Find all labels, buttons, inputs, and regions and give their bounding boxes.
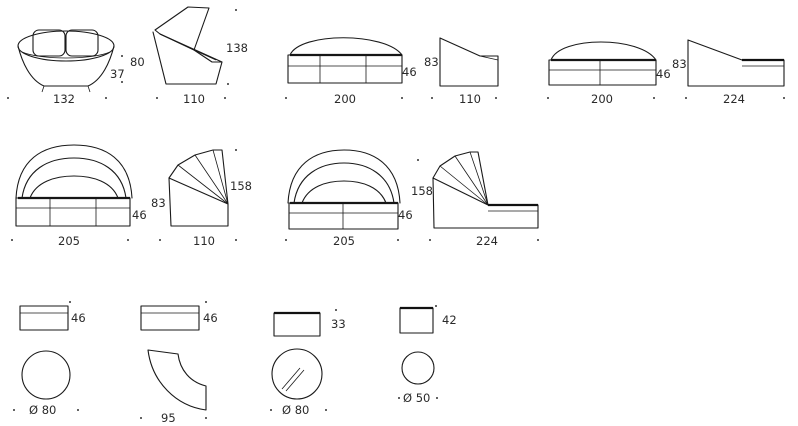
dim-d5-width: 200 <box>591 92 613 106</box>
dim-d8-depth: 110 <box>193 234 215 248</box>
side-table-top-view <box>401 351 435 385</box>
curved-ottoman-top-view <box>147 349 207 411</box>
dim-d8-canopy-height: 158 <box>230 179 252 193</box>
canopy-daybed-long-side-view <box>432 151 539 229</box>
dim-d6-depth: 224 <box>723 92 745 106</box>
dim-d4-height: 83 <box>424 55 439 69</box>
dim-d10-depth: 224 <box>476 234 498 248</box>
round-ottoman-front-view <box>19 305 69 331</box>
dim-d5-seat-height: 46 <box>656 67 671 81</box>
dim-ottoman2-length: 95 <box>161 411 176 425</box>
dim-d9-width: 205 <box>333 234 355 248</box>
dim-ottoman2-height: 46 <box>203 311 218 325</box>
dim-d8-height: 83 <box>151 196 166 210</box>
dim-d1-height: 80 <box>130 55 145 69</box>
daybed-front-view <box>287 37 403 84</box>
dim-d3-seat-height: 46 <box>402 65 417 79</box>
dim-d1-seat-height: 37 <box>110 67 125 81</box>
dim-d10-canopy-height: 158 <box>411 184 433 198</box>
curved-ottoman-front-view <box>140 305 200 331</box>
round-ottoman-top-view <box>21 350 71 400</box>
daybed-front-view-2 <box>548 41 657 86</box>
coffee-table-top-view <box>271 348 323 400</box>
dim-table1-height: 33 <box>331 317 346 331</box>
dim-d7-seat-height: 46 <box>132 208 147 222</box>
dim-d9-seat-height: 46 <box>398 208 413 222</box>
dim-d4-depth: 110 <box>459 92 481 106</box>
dim-ottoman1-height: 46 <box>71 311 86 325</box>
dim-table2-diameter: Ø 50 <box>403 391 430 405</box>
canopy-daybed-front-view-2 <box>287 149 401 230</box>
daybed-side-view <box>439 37 499 87</box>
round-chair-front-view <box>17 29 115 93</box>
coffee-table-front-view <box>273 311 321 337</box>
dimension-tick-dots <box>7 9 785 419</box>
dim-table1-diameter: Ø 80 <box>282 403 309 417</box>
dim-d2-height: 138 <box>226 41 248 55</box>
dim-ottoman1-diameter: Ø 80 <box>29 403 56 417</box>
dim-table2-height: 42 <box>442 313 457 327</box>
dim-d1-width: 132 <box>53 92 75 106</box>
round-chair-side-view <box>152 6 223 85</box>
dim-d3-width: 200 <box>334 92 356 106</box>
dim-d2-depth: 110 <box>183 92 205 106</box>
daybed-long-side-view <box>687 39 785 87</box>
side-table-front-view <box>399 306 434 334</box>
canopy-daybed-front-view <box>15 144 133 227</box>
canopy-daybed-side-view <box>168 149 229 227</box>
dim-d5-height: 83 <box>672 57 687 71</box>
dim-d7-width: 205 <box>58 234 80 248</box>
